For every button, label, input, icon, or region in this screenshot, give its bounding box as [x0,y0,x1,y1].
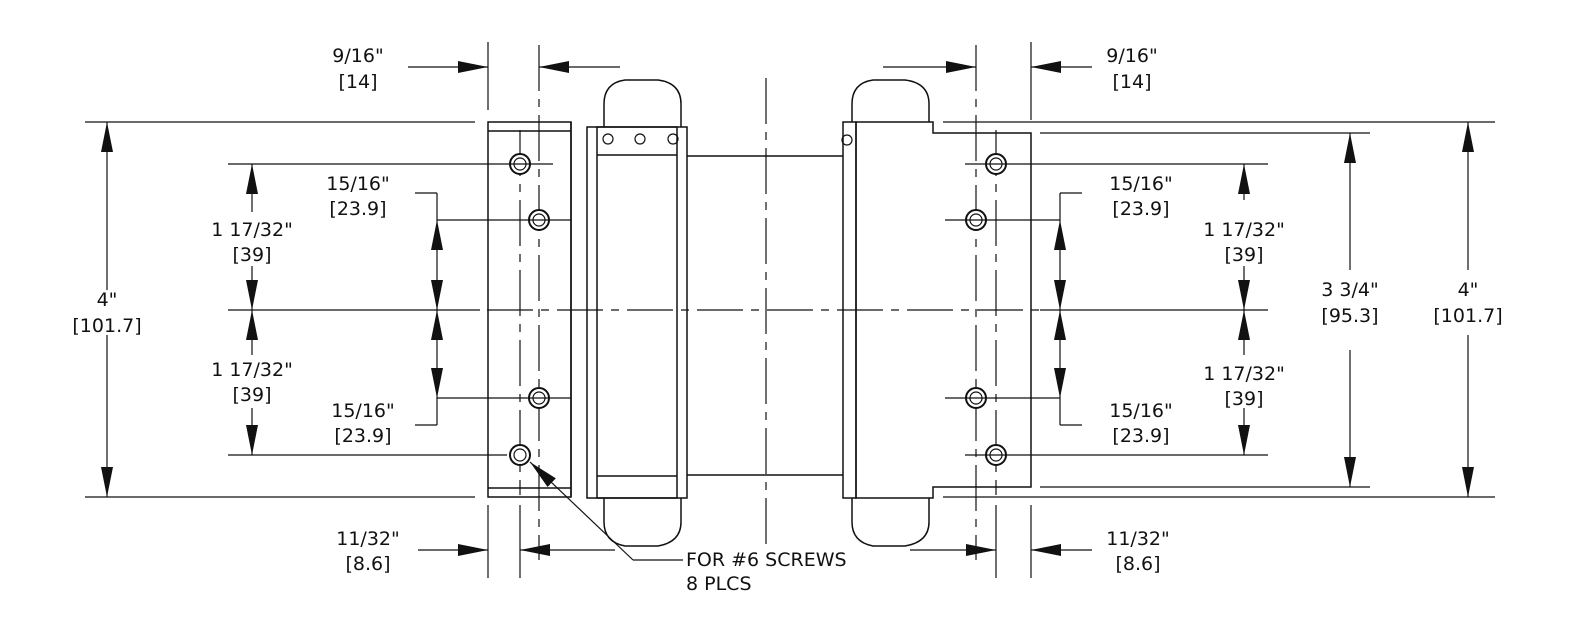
dim-top-right-imperial: 9/16" [1106,45,1157,67]
dim-right-lower-spacing-metric: [39] [1224,388,1263,410]
dim-bottom-left-imperial: 11/32" [336,528,400,550]
dim-left-overall-metric: [101.7] [72,315,141,337]
extension-lines [85,42,1495,578]
left-barrel [586,79,688,547]
dim-left-lower-offset-imperial: 15/16" [331,400,395,422]
dim-left-lower-offset-metric: [23.9] [334,425,391,447]
dimension-lines [101,61,1474,561]
right-hinge-leaf [855,121,1032,499]
dim-right-upper-spacing-imperial: 1 17/32" [1203,219,1285,241]
dim-right-upper-offset-imperial: 15/16" [1109,173,1173,195]
dim-top-left-metric: [14] [338,71,377,93]
dim-left-upper-spacing-imperial: 1 17/32" [211,219,293,241]
dim-top-left-imperial: 9/16" [332,45,383,67]
dim-left-upper-spacing-metric: [39] [232,244,271,266]
dim-bottom-right-imperial: 11/32" [1106,528,1170,550]
dim-left-upper-offset-metric: [23.9] [329,198,386,220]
dim-right-lower-offset-imperial: 15/16" [1109,400,1173,422]
dim-right-leaf-height-imperial: 3 3/4" [1321,279,1378,301]
dim-top-right-metric: [14] [1112,71,1151,93]
right-barrel [841,79,930,547]
dim-right-lower-offset-metric: [23.9] [1112,425,1169,447]
center-spring-barrel [687,155,843,476]
dim-bottom-left-metric: [8.6] [345,553,390,575]
dim-left-lower-spacing-metric: [39] [232,384,271,406]
dim-bottom-right-metric: [8.6] [1115,553,1160,575]
dim-right-lower-spacing-imperial: 1 17/32" [1203,363,1285,385]
screw-callout-line2: 8 PLCS [686,573,752,595]
dim-right-upper-offset-metric: [23.9] [1112,198,1169,220]
screw-callout-line1: FOR #6 SCREWS [686,549,847,571]
dim-left-upper-offset-imperial: 15/16" [326,173,390,195]
screw-hole-left-4 [509,444,531,466]
dim-right-upper-spacing-metric: [39] [1224,244,1263,266]
dimension-labels: 9/16" [14] 9/16" [14] 4" [101.7] 1 17/32… [72,45,1502,595]
dim-left-overall-imperial: 4" [97,289,118,311]
dim-right-overall-metric: [101.7] [1433,305,1502,327]
dim-right-overall-imperial: 4" [1458,279,1479,301]
dim-left-lower-spacing-imperial: 1 17/32" [211,359,293,381]
dim-right-leaf-height-metric: [95.3] [1321,305,1378,327]
